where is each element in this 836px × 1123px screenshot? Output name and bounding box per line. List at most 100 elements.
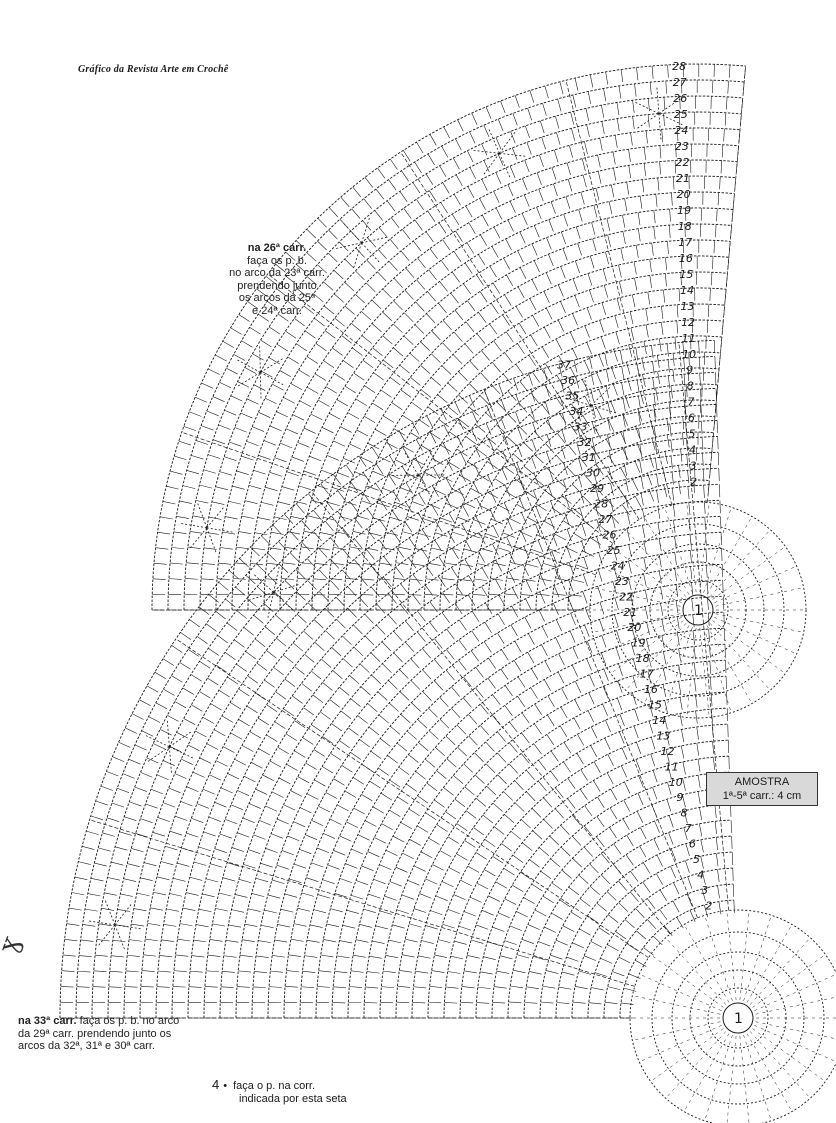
stitch-mark <box>630 642 635 656</box>
stitch-mark <box>607 944 619 952</box>
stitch-mark <box>292 414 305 421</box>
stitch-mark <box>392 593 406 596</box>
stitch-mark <box>636 379 640 393</box>
stitch-mark <box>601 105 605 118</box>
round-label: 7 <box>687 396 694 409</box>
stitch-mark <box>515 364 524 375</box>
stitch-mark <box>439 697 449 707</box>
stitch-mark <box>717 869 720 883</box>
stitch-mark <box>238 970 251 973</box>
stitch-mark <box>395 866 408 873</box>
stitch-mark <box>434 954 448 958</box>
stitch-mark <box>441 145 449 158</box>
stitch-mark <box>572 814 581 826</box>
stitch-mark <box>355 294 365 304</box>
stitch-mark <box>322 736 334 744</box>
stitch-mark <box>320 954 334 958</box>
stitch-mark <box>302 737 314 745</box>
stitch-mark <box>153 743 165 750</box>
stitch-mark <box>596 372 602 385</box>
stitch-mark <box>628 544 632 557</box>
stitch-mark <box>476 274 484 286</box>
round-label: 13 <box>656 729 670 742</box>
inner-stitch-column <box>626 623 687 689</box>
stitch-mark <box>517 676 526 688</box>
stitch-mark <box>450 292 459 304</box>
stitch-mark <box>503 867 515 876</box>
stitch-mark <box>264 679 275 688</box>
flower-petal <box>635 101 660 114</box>
stitch-mark <box>352 777 365 785</box>
stitch-mark <box>699 373 701 386</box>
stitch-mark <box>586 307 592 320</box>
stitch-mark <box>169 893 183 897</box>
stitch-mark <box>566 956 579 962</box>
stitch-mark <box>439 517 453 523</box>
stitch-mark <box>249 731 262 739</box>
stitch-mark <box>531 456 537 469</box>
stitch-mark <box>74 876 88 880</box>
round-arc <box>439 351 721 611</box>
stitch-mark <box>626 181 630 195</box>
stitch-mark <box>146 757 159 764</box>
stitch-mark <box>362 472 371 484</box>
stitch-mark <box>585 108 590 121</box>
stitch-mark <box>276 411 289 418</box>
stitch-mark <box>378 767 389 776</box>
stitch-mark <box>429 431 441 440</box>
stitch-mark <box>332 473 342 485</box>
stitch-mark <box>206 743 219 750</box>
stitch-mark <box>134 744 147 751</box>
stitch-mark <box>409 352 420 362</box>
stitch-mark <box>425 584 434 596</box>
stitch-mark <box>536 593 550 596</box>
inner-stitch-column <box>686 504 697 593</box>
stitch-mark <box>244 367 257 374</box>
stitch-mark <box>162 658 175 666</box>
stitch-mark <box>106 771 119 777</box>
round-arc <box>263 175 736 611</box>
stitch-mark <box>643 341 647 354</box>
stitch-mark <box>414 548 428 552</box>
stitch-mark <box>323 281 334 291</box>
stitch-mark <box>589 886 600 896</box>
stitch-mark <box>504 484 511 497</box>
stitch-mark <box>228 924 242 928</box>
stitch-mark <box>285 330 297 339</box>
stitch-mark <box>308 493 317 504</box>
round-33-note-title: na 33ª carr. <box>18 1015 77 1027</box>
stitch-mark <box>640 476 644 490</box>
stitch-mark <box>486 461 498 469</box>
stitch-mark <box>232 485 245 490</box>
stitch-mark <box>658 554 662 568</box>
stitch-mark <box>648 720 654 734</box>
stitch-mark <box>306 356 318 364</box>
stitch-mark <box>709 677 712 690</box>
stitch-mark <box>653 404 657 418</box>
stitch-mark <box>428 730 439 740</box>
stitch-mark <box>457 578 471 582</box>
stitch-mark <box>329 413 341 420</box>
stitch-mark <box>409 578 423 581</box>
stitch-mark <box>605 71 609 85</box>
stitch-mark <box>411 563 425 567</box>
stitch-mark <box>195 500 209 504</box>
stitch-mark <box>435 895 448 901</box>
stitch-mark <box>240 412 253 419</box>
round-label: 13 <box>681 300 695 313</box>
round-33-note-line: da 29ª carr. prendendo junto os <box>18 1027 172 1040</box>
stitch-mark <box>694 678 697 692</box>
stitch-mark <box>265 578 278 580</box>
stitch-mark <box>629 891 639 902</box>
stitch-mark <box>220 986 234 988</box>
stitch-mark <box>573 360 578 373</box>
stitch-mark <box>608 201 613 215</box>
stitch-mark <box>550 500 556 514</box>
stitch-mark <box>441 578 455 581</box>
stitch-mark <box>301 520 311 531</box>
stitch-mark <box>280 908 294 913</box>
stitch-mark <box>628 973 641 979</box>
stitch-mark <box>364 635 375 646</box>
stitch-mark <box>456 724 467 735</box>
stitch-mark <box>222 746 235 753</box>
